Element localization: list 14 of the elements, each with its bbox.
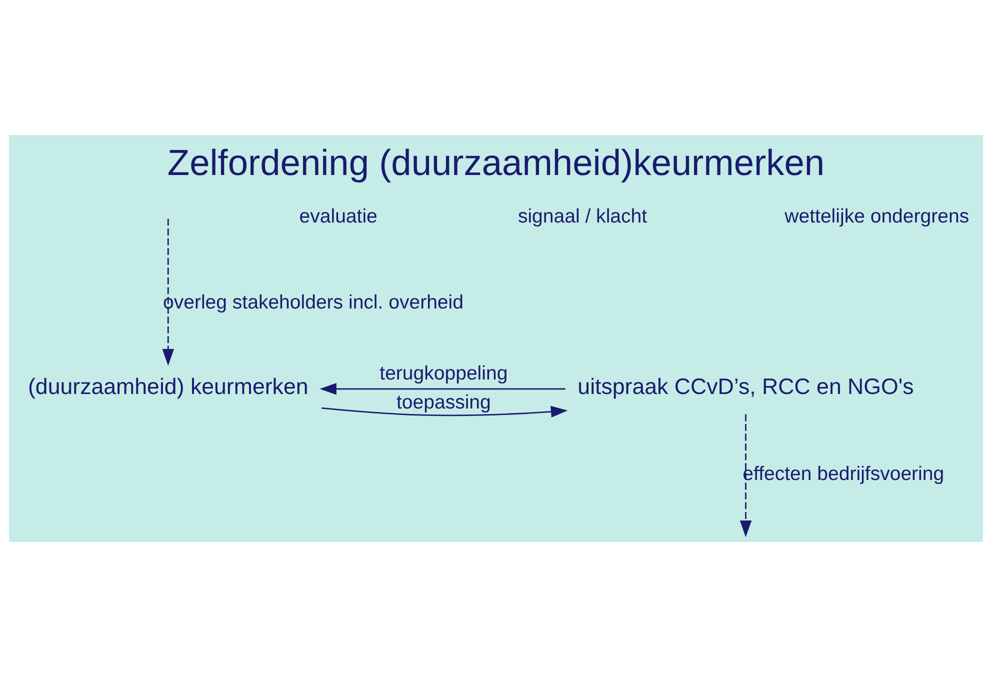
node-text: uitspraak CCvD’s, RCC en NGO's	[578, 374, 914, 400]
edge-label: terugkoppeling	[380, 362, 508, 384]
arrow	[740, 414, 752, 538]
arrow	[322, 406, 568, 418]
edge-label: toepassing	[396, 392, 491, 414]
label: wettelijke ondergrens	[784, 205, 970, 228]
edge-label: overleg stakeholders incl. overheid	[162, 291, 464, 314]
arrow	[162, 218, 174, 366]
edge-label: effecten bedrijfsvoering	[742, 462, 944, 485]
diagram-title: Zelfordening (duurzaamheid)keurmerken	[167, 142, 825, 184]
node-text: (duurzaamheid) keurmerken	[28, 374, 308, 400]
label: signaal / klacht	[518, 205, 648, 228]
label: evaluatie	[299, 205, 378, 228]
arrow	[320, 383, 566, 395]
